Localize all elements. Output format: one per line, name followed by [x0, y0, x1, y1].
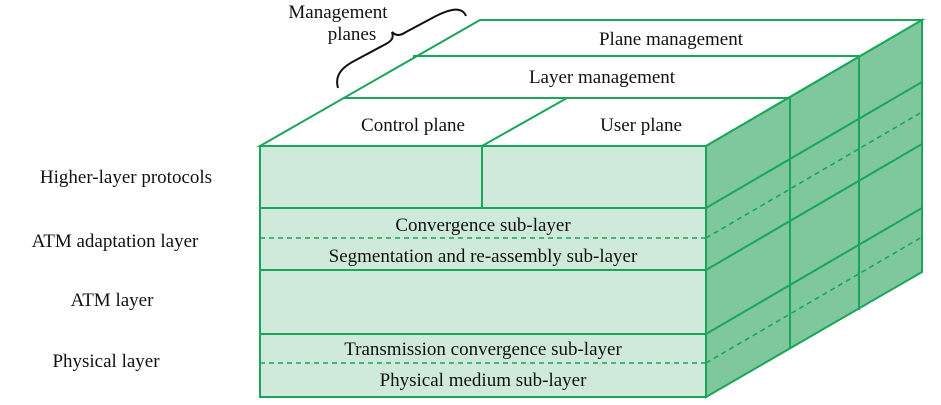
convergence-sublayer-label: Convergence sub-layer — [395, 215, 571, 236]
top-divider-control-user — [481, 97, 568, 147]
side-line-aal — [705, 143, 923, 271]
higher-layer-protocols-label: Higher-layer protocols — [40, 167, 212, 188]
control-plane-label: Control plane — [361, 115, 465, 136]
user-plane-label: User plane — [600, 115, 682, 136]
management-label-line2: planes — [328, 24, 377, 45]
management-label-line1: Management — [288, 2, 388, 23]
side-line-atm — [705, 207, 923, 335]
atm-layer-label: ATM layer — [71, 290, 155, 311]
atm-adaptation-layer-label: ATM adaptation layer — [32, 231, 199, 252]
management-planes-brace — [336, 8, 467, 89]
tc-sublayer-label: Transmission convergence sub-layer — [344, 339, 622, 360]
side-dash-aal — [705, 111, 923, 239]
pmd-sublayer-label: Physical medium sub-layer — [380, 370, 588, 391]
layer-management-label: Layer management — [529, 67, 676, 88]
side-line-higher — [705, 81, 923, 209]
sar-sublayer-label: Segmentation and re-assembly sub-layer — [329, 246, 638, 267]
side-dash-phy — [705, 236, 923, 364]
plane-management-label: Plane management — [599, 29, 744, 50]
physical-layer-label: Physical layer — [52, 351, 160, 372]
